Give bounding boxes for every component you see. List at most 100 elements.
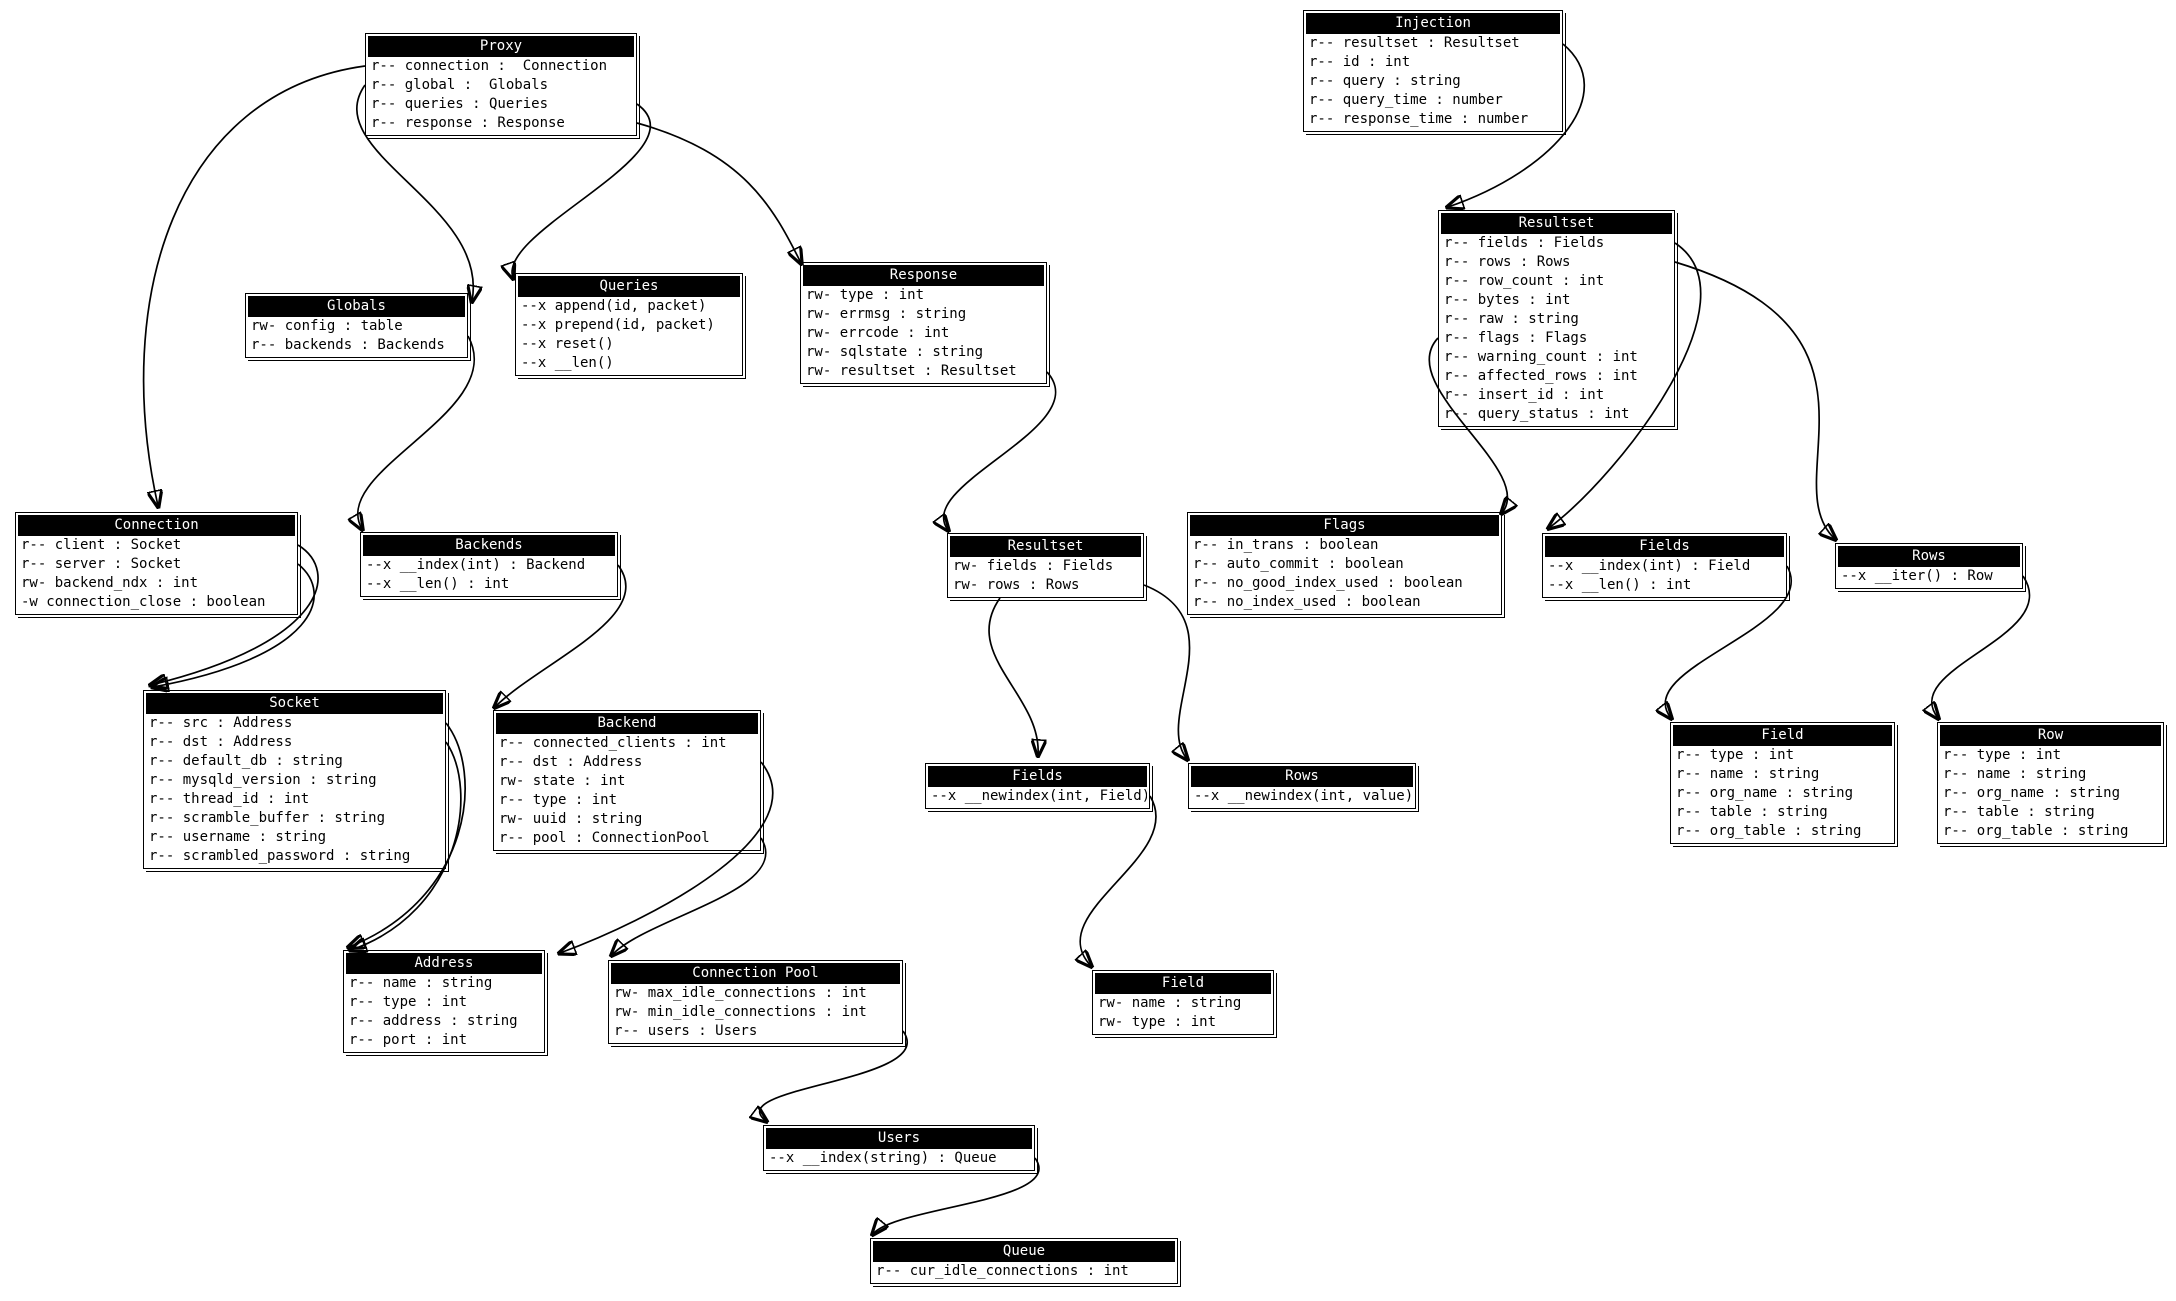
class-member: r-- type : int: [349, 994, 468, 1010]
class-box-connection: Connection r-- client : Socket r-- serve…: [15, 512, 298, 615]
class-title: Injection: [1306, 13, 1560, 34]
class-member: r-- name : string: [349, 975, 493, 991]
class-title: Field: [1095, 973, 1271, 994]
edge-resultset-rw-rows-rw: [1143, 584, 1190, 759]
class-member: r-- bytes : int: [1444, 292, 1571, 308]
class-member: --x __index(int) : Backend: [366, 557, 586, 573]
class-member: r-- org_name : string: [1943, 785, 2121, 801]
edge-globals-backends: [358, 335, 476, 529]
class-member: --x prepend(id, packet): [521, 317, 715, 333]
class-member: rw- fields : Fields: [953, 558, 1114, 574]
class-member: r-- src : Address: [149, 715, 293, 731]
class-member: rw- resultset : Resultset: [806, 363, 1017, 379]
class-title: Row: [1940, 725, 2161, 746]
edge-fields-rw-field-rw: [1080, 795, 1157, 966]
class-title: Connection: [18, 515, 295, 536]
class-member: r-- scrambled_password : string: [149, 848, 411, 864]
class-member: r-- connection : Connection: [371, 58, 608, 74]
class-title: Backend: [496, 713, 758, 734]
class-title: Address: [346, 953, 542, 974]
class-member: r-- fields : Fields: [1444, 235, 1605, 251]
class-member: r-- client : Socket: [21, 537, 182, 553]
class-box-backends: Backends --x __index(int) : Backend --x …: [360, 532, 618, 597]
class-member: r-- cur_idle_connections : int: [876, 1263, 1129, 1279]
class-box-field-ro: Field r-- type : int r-- name : string r…: [1670, 722, 1895, 844]
class-box-injection: Injection r-- resultset : Resultset r-- …: [1303, 10, 1563, 132]
class-title: Backends: [363, 535, 615, 556]
class-member: --x __index(int) : Field: [1548, 558, 1751, 574]
class-member: r-- thread_id : int: [149, 791, 310, 807]
class-member: r-- response : Response: [371, 115, 565, 131]
class-member: r-- query : string: [1309, 73, 1461, 89]
class-box-fields-rw: Fields --x __newindex(int, Field): [925, 763, 1150, 809]
class-title: Resultset: [950, 536, 1141, 557]
class-member: --x __len() : int: [366, 576, 510, 592]
class-member: r-- type : int: [499, 792, 618, 808]
class-box-proxy: Proxy r-- connection : Connection r-- gl…: [365, 33, 637, 136]
class-title: Fields: [1545, 536, 1784, 557]
class-member: r-- affected_rows : int: [1444, 368, 1638, 384]
class-box-queue: Queue r-- cur_idle_connections : int: [870, 1238, 1178, 1284]
class-member: r-- rows : Rows: [1444, 254, 1571, 270]
class-member: r-- server : Socket: [21, 556, 182, 572]
class-box-resultset-main: Resultset r-- fields : Fields r-- rows :…: [1438, 210, 1675, 427]
class-box-queries: Queries --x append(id, packet) --x prepe…: [515, 273, 743, 376]
class-title: Queries: [518, 276, 740, 297]
class-box-rows-rw: Rows --x __newindex(int, value): [1188, 763, 1416, 809]
class-member: rw- state : int: [499, 773, 626, 789]
class-title: Globals: [248, 296, 465, 317]
class-box-rows-ro: Rows --x __iter() : Row: [1835, 543, 2023, 589]
edge-resultset-rw-fields-rw: [988, 597, 1038, 755]
class-member: r-- connected_clients : int: [499, 735, 727, 751]
class-member: --x __len() : int: [1548, 577, 1692, 593]
class-member: r-- table : string: [1676, 804, 1828, 820]
class-box-connection-pool: Connection Pool rw- max_idle_connections…: [608, 960, 903, 1044]
class-title: Rows: [1191, 766, 1413, 787]
class-member: r-- default_db : string: [149, 753, 343, 769]
class-member: rw- type : int: [1098, 1014, 1217, 1030]
class-box-users: Users --x __index(string) : Queue: [763, 1125, 1035, 1171]
class-member: rw- config : table: [251, 318, 403, 334]
class-member: --x __iter() : Row: [1841, 568, 1993, 584]
class-member: r-- type : int: [1676, 747, 1795, 763]
edge-response-resultset-rw: [944, 371, 1057, 530]
class-member: --x __newindex(int, Field): [931, 788, 1147, 804]
class-member: rw- name : string: [1098, 995, 1242, 1011]
class-member: rw- type : int: [806, 287, 925, 303]
edge-proxy-connection: [142, 65, 366, 506]
class-box-flags: Flags r-- in_trans : boolean r-- auto_co…: [1187, 512, 1502, 615]
class-member: rw- backend_ndx : int: [21, 575, 199, 591]
class-member: r-- response_time : number: [1309, 111, 1529, 127]
class-box-socket: Socket r-- src : Address r-- dst : Addre…: [143, 690, 446, 869]
class-title: Resultset: [1441, 213, 1672, 234]
class-member: rw- uuid : string: [499, 811, 643, 827]
class-member: r-- mysqld_version : string: [149, 772, 377, 788]
class-member: r-- in_trans : boolean: [1193, 537, 1379, 553]
edge-proxy-response: [636, 122, 801, 263]
class-member: r-- dst : Address: [499, 754, 643, 770]
class-box-row-ro: Row r-- type : int r-- name : string r--…: [1937, 722, 2164, 844]
class-member: r-- query_time : number: [1309, 92, 1503, 108]
class-member: r-- warning_count : int: [1444, 349, 1638, 365]
class-member: --x __index(string) : Queue: [769, 1150, 997, 1166]
class-title: Flags: [1190, 515, 1499, 536]
class-member: r-- auto_commit : boolean: [1193, 556, 1404, 572]
class-member: r-- name : string: [1676, 766, 1820, 782]
class-member: r-- org_name : string: [1676, 785, 1854, 801]
class-member: r-- global : Globals: [371, 77, 549, 93]
class-box-field-rw: Field rw- name : string rw- type : int: [1092, 970, 1274, 1035]
class-box-response: Response rw- type : int rw- errmsg : str…: [800, 262, 1047, 384]
class-box-globals: Globals rw- config : table r-- backends …: [245, 293, 468, 358]
class-member: r-- raw : string: [1444, 311, 1579, 327]
class-member: r-- username : string: [149, 829, 327, 845]
class-box-resultset-rw: Resultset rw- fields : Fields rw- rows :…: [947, 533, 1144, 598]
class-member: r-- row_count : int: [1444, 273, 1605, 289]
class-member: r-- type : int: [1943, 747, 2062, 763]
edge-rows-row: [1932, 575, 2031, 718]
class-member: --x reset(): [521, 336, 614, 352]
class-title: Queue: [873, 1241, 1175, 1262]
class-box-fields-ro: Fields --x __index(int) : Field --x __le…: [1542, 533, 1787, 598]
class-member: r-- org_table : string: [1943, 823, 2129, 839]
class-member: --x __newindex(int, value): [1194, 788, 1413, 804]
